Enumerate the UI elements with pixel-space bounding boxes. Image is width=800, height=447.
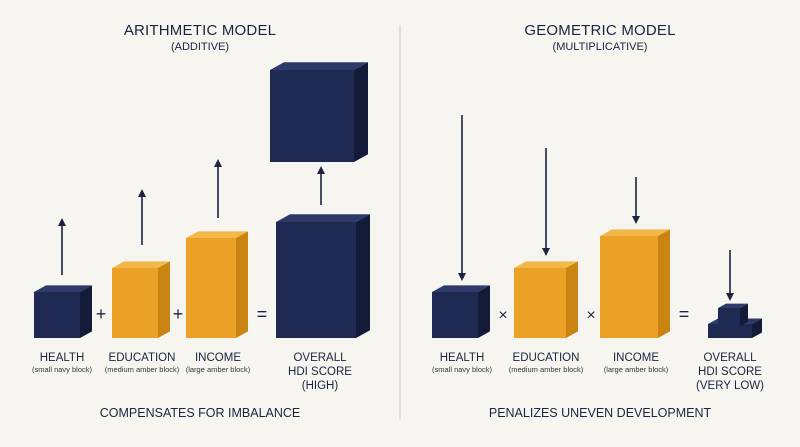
geo-income-block <box>600 229 670 338</box>
arith-result-line2: HDI SCORE <box>288 366 352 378</box>
arith-result-line1: OVERALL <box>293 352 347 364</box>
geo-result-line2: HDI SCORE <box>698 366 762 378</box>
arithmetic-title: ARITHMETIC MODEL <box>123 22 277 39</box>
geometric-subtitle: (MULTIPLICATIVE) <box>552 41 648 53</box>
arithmetic-subtitle: (ADDITIVE) <box>170 41 230 53</box>
geo-result-small-block <box>718 303 748 326</box>
geometric-title: GEOMETRIC MODEL <box>524 22 676 39</box>
arith-plus-operator-2: + <box>173 304 184 324</box>
arith-education-sub: (medium amber block) <box>104 365 180 374</box>
arith-equals-operator: = <box>257 304 268 324</box>
geo-health-label: HEALTH <box>439 352 485 364</box>
arithmetic-caption: COMPENSATES FOR IMBALANCE <box>99 406 301 420</box>
geo-income-sub: (large amber block) <box>603 365 669 374</box>
geo-result-line3: (VERY LOW) <box>696 380 764 392</box>
arith-education-label-group: EDUCATION (medium amber block) <box>105 351 180 374</box>
arith-income-block <box>186 231 248 338</box>
geo-result-label-group: OVERALL HDI SCORE (VERY LOW) <box>696 351 764 393</box>
geo-result-line1: OVERALL <box>703 352 757 364</box>
geometric-caption: PENALIZES UNEVEN DEVELOPMENT <box>488 406 712 420</box>
geo-health-sub: (small navy block) <box>431 365 493 374</box>
geo-health-label-group: HEALTH (small navy block) <box>432 351 492 374</box>
arith-plus-operator-1: + <box>96 304 107 324</box>
geo-health-block <box>432 285 490 338</box>
geo-education-label: EDUCATION <box>512 352 580 364</box>
geo-times-operator-2: × <box>586 307 595 324</box>
arith-income-sub: (large amber block) <box>185 365 251 374</box>
arith-education-block <box>112 261 170 338</box>
geo-income-label-group: INCOME (large amber block) <box>604 351 669 374</box>
arith-result-line3: (HIGH) <box>301 380 339 392</box>
arith-education-label: EDUCATION <box>108 352 176 364</box>
arith-result-block <box>276 214 370 338</box>
geo-education-label-group: EDUCATION (medium amber block) <box>509 351 584 374</box>
geo-income-label: INCOME <box>612 352 659 364</box>
arith-result-label-group: OVERALL HDI SCORE (HIGH) <box>288 351 352 393</box>
geo-times-operator-1: × <box>498 307 507 324</box>
geo-education-sub: (medium amber block) <box>508 365 584 374</box>
arith-result-top-block <box>270 62 368 162</box>
arith-health-block <box>34 285 92 338</box>
arith-health-label: HEALTH <box>39 352 85 364</box>
arith-income-label-group: INCOME (large amber block) <box>186 351 251 374</box>
arith-income-label: INCOME <box>194 352 241 364</box>
arith-health-label-group: HEALTH (small navy block) <box>32 351 92 374</box>
geo-equals-operator: = <box>679 304 690 324</box>
geo-education-block <box>514 261 578 338</box>
arith-health-sub: (small navy block) <box>31 365 93 374</box>
